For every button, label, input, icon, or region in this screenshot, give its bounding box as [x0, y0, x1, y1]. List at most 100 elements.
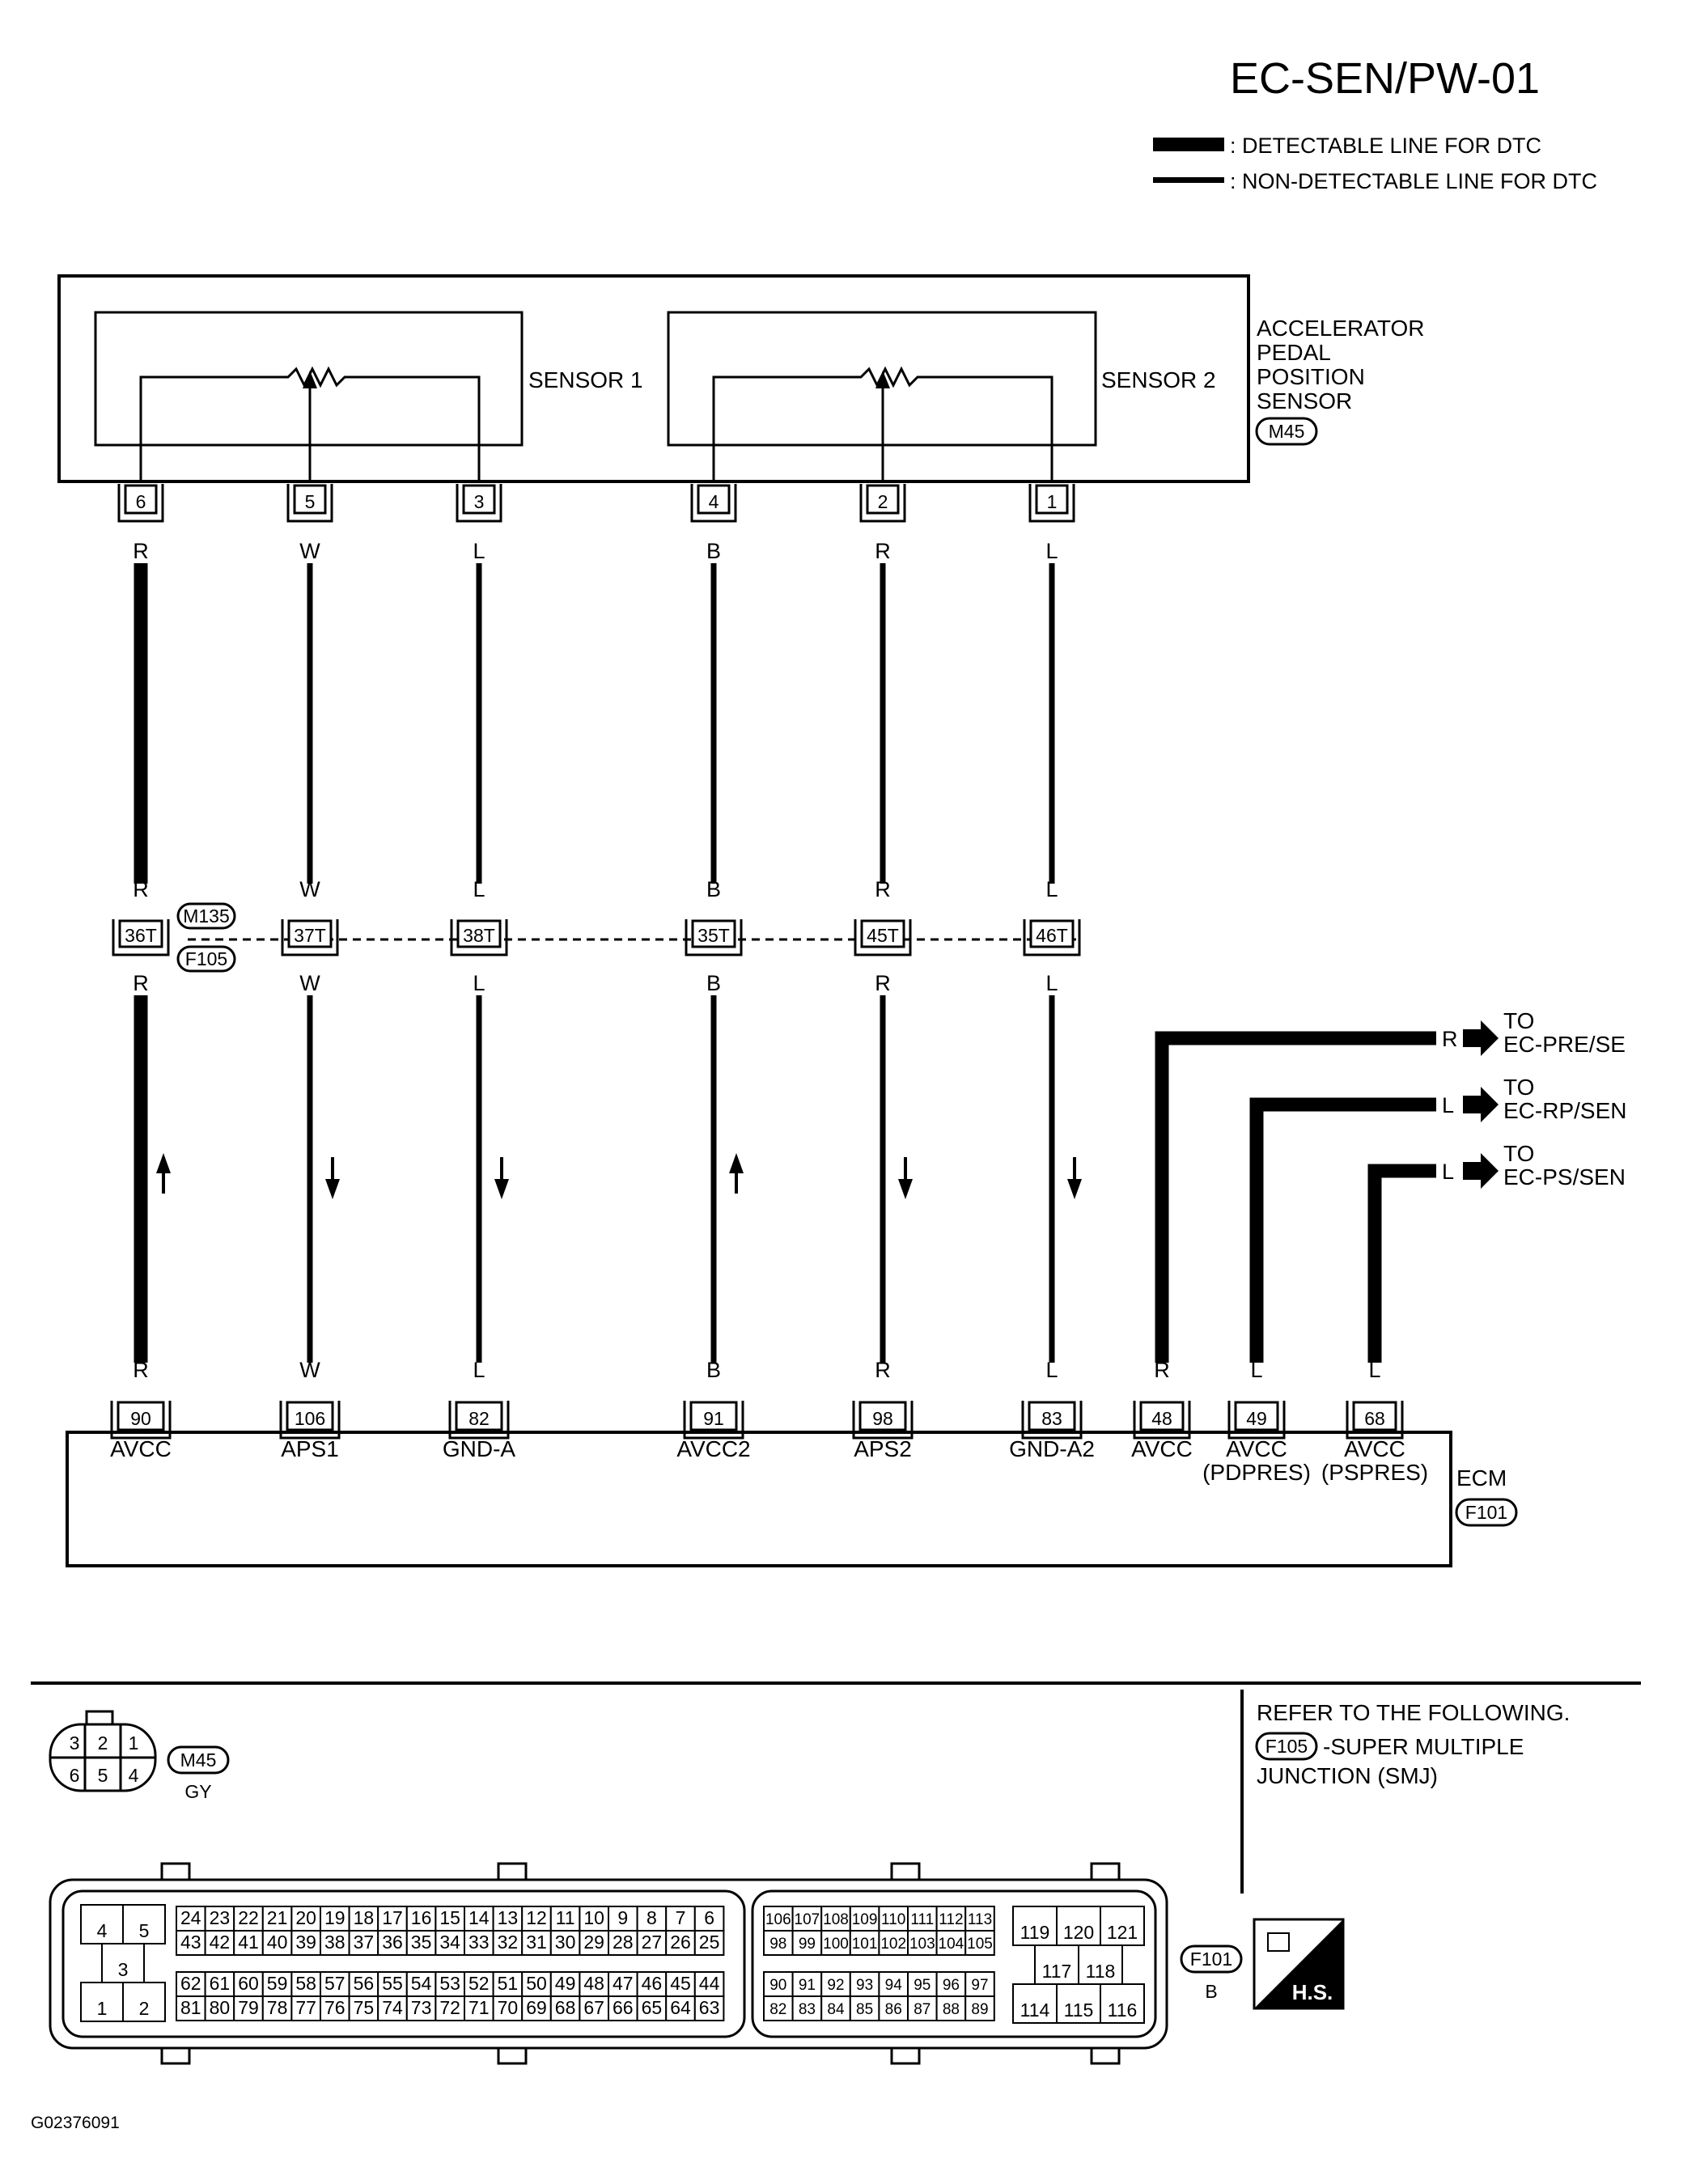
ecm-pin-housing: [1346, 1401, 1404, 1440]
current-up-arrow-icon: [729, 1153, 744, 1173]
wire-color: W: [299, 1358, 320, 1382]
f101-pin: 113: [968, 1911, 992, 1928]
sensor-pin-housing: [286, 484, 333, 523]
hs-connector-icon: [1267, 1932, 1290, 1952]
sensor-pin-housing: [859, 484, 906, 523]
sensor-connector-id: M45: [1269, 421, 1305, 442]
f101-pin: 98: [769, 1936, 786, 1953]
f101-pin: 30: [555, 1932, 576, 1953]
f101-pin: 104: [939, 1936, 964, 1953]
f101-pin: 120: [1063, 1922, 1094, 1943]
wire-color: B: [706, 539, 721, 563]
f101-pin-cell: [348, 1930, 379, 1956]
f101-pin: 43: [180, 1932, 201, 1953]
m45-pin: 6: [70, 1765, 80, 1786]
f101-pin-cell: [377, 1930, 408, 1956]
f101-pin: 68: [555, 1997, 576, 2018]
ecm-pin-box: [286, 1401, 334, 1431]
wire-color: R: [133, 539, 149, 563]
wire-color: W: [299, 539, 320, 563]
f101-pin: 10: [583, 1907, 604, 1928]
junction-pin-box: [118, 919, 163, 948]
destination-line2: EC-PRE/SE: [1503, 1032, 1626, 1057]
junction-pin-box: [456, 919, 502, 948]
f101-pin: 24: [180, 1907, 201, 1928]
sensor2-label: SENSOR 2: [1101, 367, 1216, 392]
f101-pin: 109: [852, 1911, 878, 1928]
junction-pin: 35T: [697, 925, 730, 946]
sensor-pin-housing: [456, 484, 502, 523]
wire-color: B: [706, 971, 721, 995]
ecm-pin-housing: [1133, 1401, 1191, 1440]
f101-pin: 119: [1020, 1922, 1050, 1943]
wire-color: L: [473, 1358, 485, 1382]
ecm-pin-housing: [852, 1401, 914, 1440]
m45-housing-color: GY: [184, 1781, 211, 1802]
junction-pin-box: [287, 919, 333, 948]
f101-pin: 70: [498, 1997, 519, 2018]
ecm-box: [66, 1431, 1452, 1567]
ecm-pin-box: [1028, 1401, 1076, 1431]
ecm-pin-label: AVCC2: [676, 1436, 750, 1461]
junction-pin-box: [860, 919, 905, 948]
wire-color: R: [875, 877, 891, 901]
wire-color: L: [473, 877, 485, 901]
f101-pin-cell: [80, 1982, 124, 2022]
ecm-pin: 82: [468, 1408, 490, 1429]
f101-pin: 36: [382, 1932, 403, 1953]
ecm-pin-box: [117, 1401, 165, 1431]
ecm-pin-housing: [683, 1401, 744, 1440]
wire-color: L: [473, 539, 485, 563]
f101-pin: 67: [583, 1997, 604, 2018]
f101-pin-cell: [665, 1930, 696, 1956]
f101-pin: 97: [971, 1977, 988, 1994]
f101-pin: 86: [885, 2001, 902, 2018]
sensor-pin: 3: [474, 491, 485, 512]
f101-pin: 23: [210, 1907, 231, 1928]
f101-pin: 57: [324, 1973, 346, 1994]
f101-pin-cell: [261, 1930, 293, 1956]
f101-pin: 55: [382, 1973, 403, 1994]
f101-pin: 121: [1107, 1922, 1138, 1943]
f101-pin-cell: [233, 1971, 264, 1997]
f101-pin-cell: [608, 1995, 638, 2021]
f101-pin: 60: [238, 1973, 259, 1994]
f101-pin-cell: [320, 1906, 350, 1932]
destination-arrow-icon: [1463, 1087, 1499, 1122]
f101-pin: 111: [910, 1911, 934, 1928]
sensor-pin-housing: [690, 484, 737, 523]
f101-pin-cell: [405, 1930, 437, 1956]
f101-pin: 108: [823, 1911, 849, 1928]
f101-pin: 96: [943, 1977, 960, 1994]
sensor-pin-box: [1035, 484, 1069, 515]
f101-pin-cell: [435, 1971, 466, 1997]
f101-pin-cell: [1078, 1944, 1123, 1985]
f101-pin: 95: [914, 1977, 931, 1994]
f101-pin-cell: [1034, 1944, 1079, 1985]
f101-pin: 50: [526, 1973, 547, 1994]
wire-branch: [1367, 1164, 1436, 1363]
wire-color: W: [299, 971, 320, 995]
sensor-name-line3: POSITION: [1257, 364, 1365, 389]
f101-pin-cell: [464, 1995, 494, 2021]
f101-pin: 76: [324, 1997, 346, 2018]
sensor-pin: 2: [878, 491, 888, 512]
junction-pin-box: [1029, 919, 1075, 948]
m45-connector-face: 3 2 1 6 5 4 M45 GY: [49, 1710, 230, 1802]
f101-pin-cell: [964, 1995, 995, 2021]
f101-pin-cell: [122, 1982, 166, 2022]
f101-pin: 110: [881, 1911, 905, 1928]
ecm-pin-label: GND-A: [443, 1436, 516, 1461]
f101-pin: 26: [670, 1932, 691, 1953]
junction-pin: 38T: [463, 925, 495, 946]
f101-pin: 32: [498, 1932, 519, 1953]
sensor1-wiper-arrow-icon: [303, 371, 317, 388]
f101-pin: 25: [699, 1932, 720, 1953]
f101-pin: 85: [856, 2001, 873, 2018]
f101-pin: 75: [354, 1997, 375, 2018]
f101-pin-cell: [964, 1906, 995, 1932]
wire-color: L: [1442, 1160, 1454, 1184]
